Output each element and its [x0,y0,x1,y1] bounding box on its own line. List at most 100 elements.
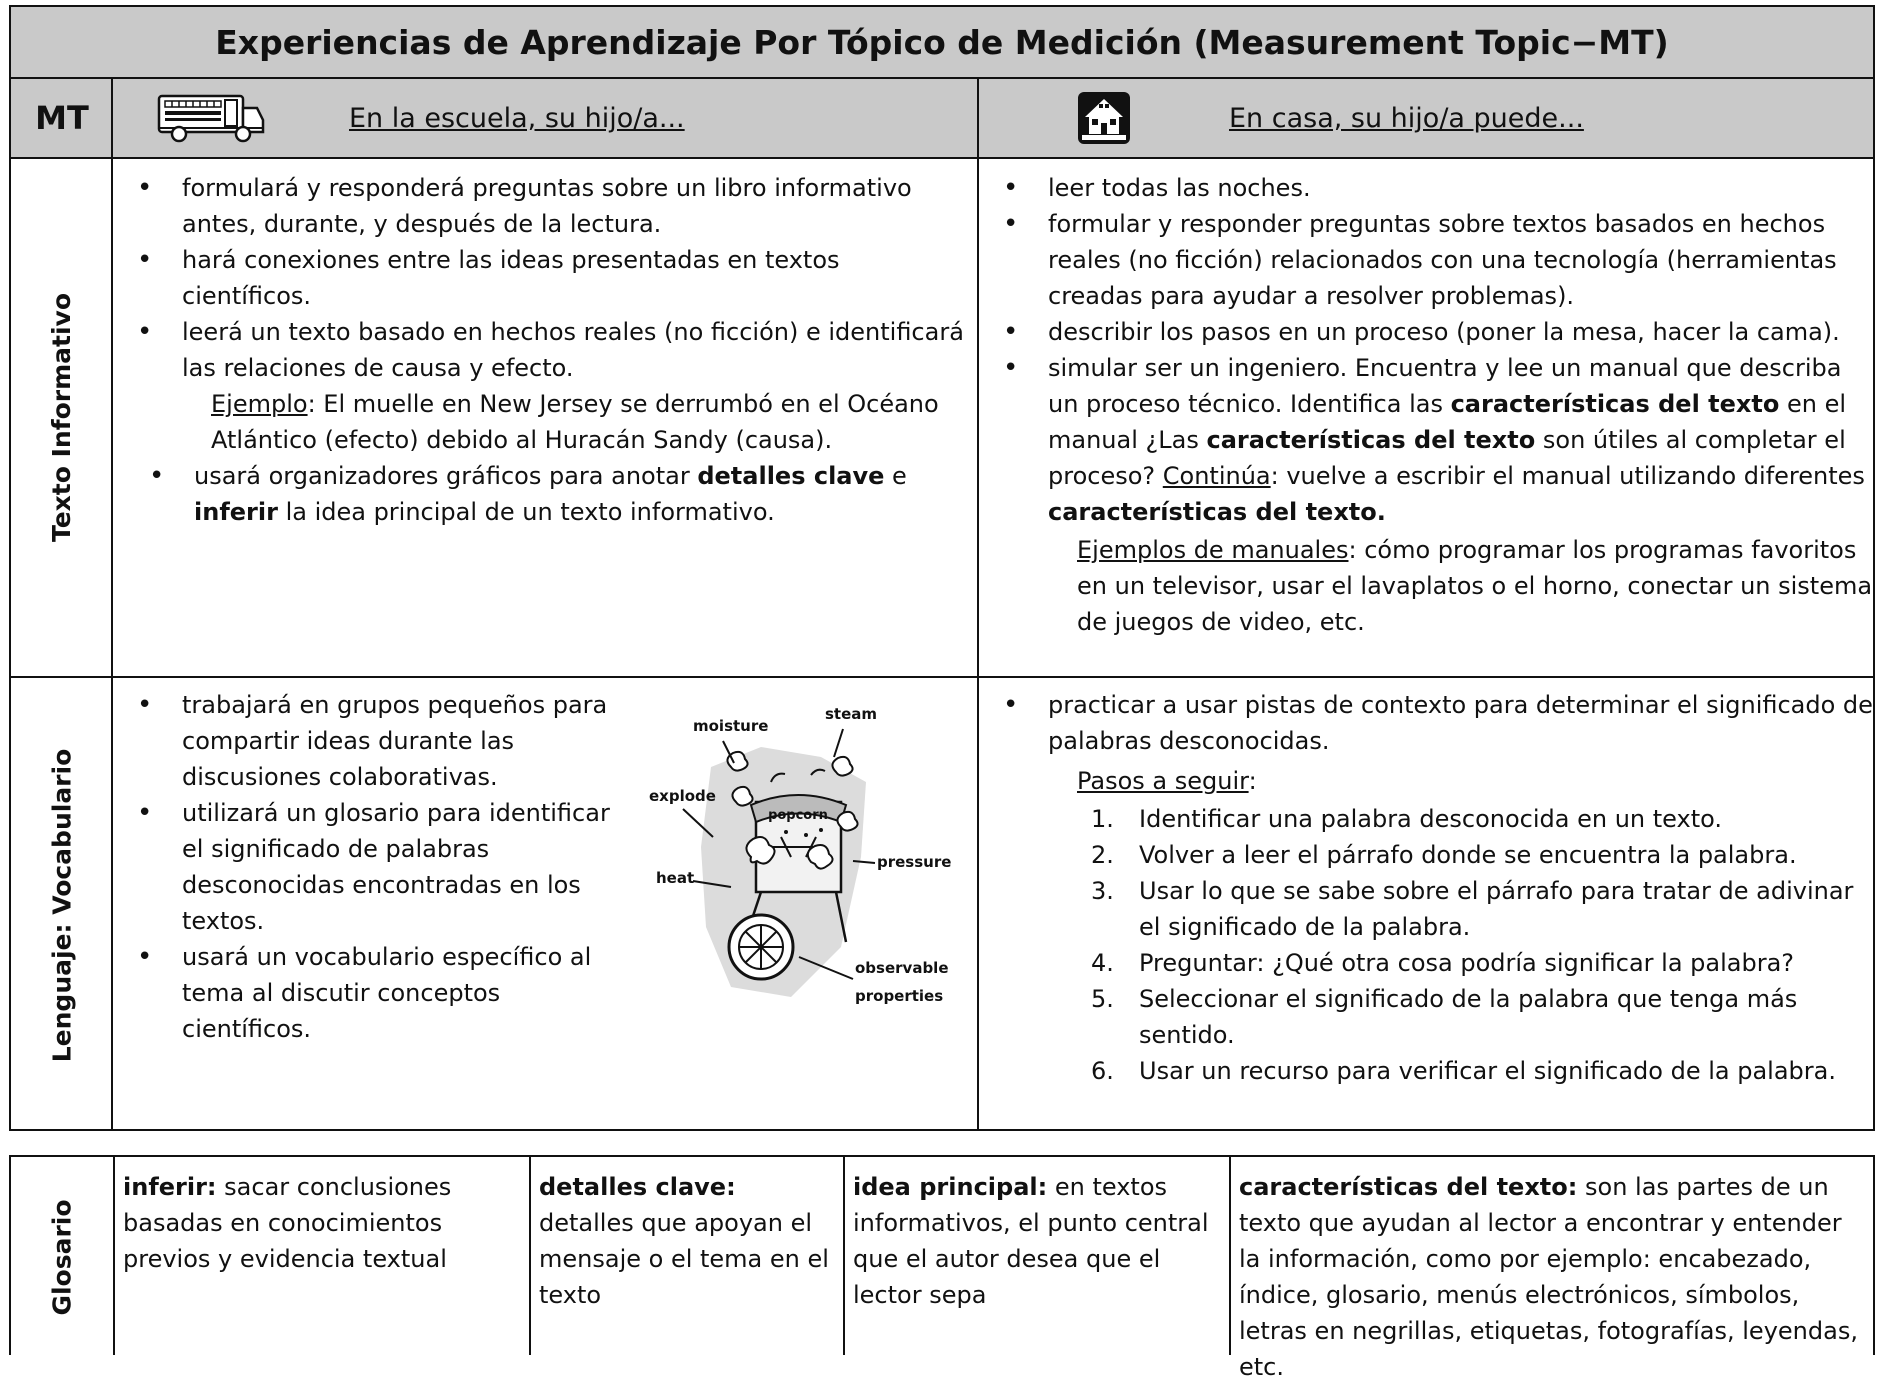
glossary-item-inferir: inferir: sacar conclusiones basadas en c… [115,1157,529,1355]
step-text: Usar lo que se sabe sobre el párrafo par… [1139,877,1854,941]
label-explode: explode [649,787,716,805]
list-item: formulará y responderá preguntas sobre u… [129,170,973,242]
term-caracteristicas: características del texto [1206,426,1536,454]
school-header: En la escuela, su hijo/a... [113,79,977,159]
term-caracteristicas: características del texto. [1048,498,1386,526]
home-header-label: En casa, su hijo/a puede... [1229,102,1584,134]
manual-examples-label: Ejemplos de manuales [1077,536,1349,564]
glossary-term: características del texto: [1239,1173,1578,1201]
steps-list: 1. Identificar una palabra desconocida en… [995,801,1875,1089]
step-item: 4. Preguntar: ¿Qué otra cosa podría signi… [1091,945,1875,981]
label-steam: steam [825,705,877,723]
list-item: practicar a usar pistas de contexto para… [995,687,1875,759]
column-divider [843,1157,845,1355]
glossary-term: idea principal: [853,1173,1048,1201]
step-text: Usar un recurso para verificar el signif… [1139,1057,1836,1085]
text-run: en el manual ¿Las [1048,390,1847,454]
step-item: 1. Identificar una palabra desconocida en… [1091,801,1875,837]
glossary-definition: en textos informativos, el punto central… [853,1173,1209,1309]
label-pressure: pressure [877,853,951,871]
text-run: : vuelve a escribir el manual utilizando… [1270,462,1865,490]
step-number: 2. [1091,841,1114,869]
step-text: Volver a leer el párrafo donde se encuen… [1139,841,1797,869]
text-run: simular ser un ingeniero. Encuentra y le… [1048,354,1842,418]
school-header-label: En la escuela, su hijo/a... [349,102,685,134]
glossary-term: detalles clave: [539,1173,736,1201]
learning-experiences-table: Experiencias de Aprendizaje Por Tópico d… [9,5,1875,1131]
glossary-table: Glosario inferir: sacar conclusiones bas… [9,1155,1875,1381]
step-number: 3. [1091,877,1114,905]
steps-label: Pasos a seguir [1077,767,1249,795]
glossary-label: Glosario [11,1157,113,1357]
continua-label: Continúa [1162,462,1271,490]
glossary-term: inferir: [123,1173,217,1201]
glossary-definition: detalles que apoyan el mensaje o el tema… [539,1209,829,1309]
step-number: 1. [1091,805,1114,833]
list-item: leer todas las noches. [995,170,1875,206]
manual-examples-text: : cómo programar los programas favoritos… [1077,536,1873,636]
row-label-text: Texto Informativo [47,292,77,543]
glossary-item-caracteristicas: características del texto: son las parte… [1231,1157,1875,1381]
list-item: usará organizadores gráficos para anotar… [141,458,973,530]
house-icon [1078,92,1130,144]
glossary-item-idea-principal: idea principal: en textos informativos, … [845,1157,1229,1355]
mt-header: MT [11,79,113,159]
step-text: Identificar una palabra desconocida en u… [1139,805,1723,833]
example-text: : El muelle en New Jersey se derrumbó en… [211,390,939,454]
row-divider [11,676,1873,678]
step-item: 6. Usar un recurso para verificar el sign… [1091,1053,1875,1089]
list-item: describir los pasos en un proceso (poner… [995,314,1875,350]
list-item: leerá un texto basado en hechos reales (… [129,314,973,386]
glossary-item-detalles-clave: detalles clave: detalles que apoyan el m… [531,1157,843,1355]
step-text: Seleccionar el significado de la palabra… [1139,985,1798,1049]
term-caracteristicas: características del texto [1450,390,1780,418]
step-number: 5. [1091,985,1114,1013]
school-bus-icon [157,94,265,143]
list-item: utilizará un glosario para identificar e… [129,795,629,939]
list-item: usará un vocabulario específico al tema … [129,939,629,1047]
example-label: Ejemplo [211,390,308,418]
home-vocabulario-cell: practicar a usar pistas de contexto para… [995,687,1875,1089]
term-inferir: inferir [194,498,278,526]
manual-examples-note: Ejemplos de manuales: cómo programar los… [995,532,1875,640]
row-label-vocabulario: Lenguaje: Vocabulario [11,678,113,1133]
list-item: trabajará en grupos pequeños para compar… [129,687,629,795]
home-informativo-cell: leer todas las noches. formular y respon… [995,170,1875,640]
colon: : [1248,767,1257,795]
text-run: usará organizadores gráficos para anotar [194,462,698,490]
popcorn-cart-illustration: popcorn moisture steam explode heat pres… [649,705,951,1005]
step-number: 6. [1091,1057,1114,1085]
column-divider [113,1157,115,1355]
step-item: 2. Volver a leer el párrafo donde se encu… [1091,837,1875,873]
column-divider [111,79,113,1129]
row-label-text: Lenguaje: Vocabulario [47,748,77,1063]
step-text: Preguntar: ¿Qué otra cosa podría signifi… [1139,949,1795,977]
page-title: Experiencias de Aprendizaje Por Tópico d… [11,7,1873,79]
term-detalles-clave: detalles clave [697,462,885,490]
label-moisture: moisture [693,717,768,735]
example-note: Ejemplo: El muelle en New Jersey se derr… [129,386,973,458]
glossary-definition: sacar conclusiones basadas en conocimien… [123,1173,452,1273]
step-number: 4. [1091,949,1114,977]
text-run: e [884,462,907,490]
label-properties: properties [855,987,943,1005]
steps-label-row: Pasos a seguir: [995,763,1875,799]
list-item: formular y responder preguntas sobre tex… [995,206,1875,314]
step-item: 5. Seleccionar el significado de la palab… [1091,981,1875,1053]
list-item: simular ser un ingeniero. Encuentra y le… [995,350,1875,530]
row-label-informativo: Texto Informativo [11,159,113,676]
school-vocabulario-cell: trabajará en grupos pequeños para compar… [129,687,629,1047]
glossary-definition: son las partes de un texto que ayudan al… [1239,1173,1858,1381]
home-header: En casa, su hijo/a puede... [979,79,1873,159]
label-observable: observable [855,959,949,977]
text-run: la idea principal de un texto informativ… [277,498,775,526]
text-run: son útiles al completar el proceso? [1048,426,1846,490]
list-item: hará conexiones entre las ideas presenta… [129,242,973,314]
label-heat: heat [656,869,694,887]
step-item: 3. Usar lo que se sabe sobre el párrafo p… [1091,873,1875,945]
popcorn-sign: popcorn [768,808,828,823]
column-divider [1229,1157,1231,1355]
glossary-label-text: Glosario [47,1198,77,1316]
school-informativo-cell: formulará y responderá preguntas sobre u… [129,170,973,530]
column-divider [529,1157,531,1355]
